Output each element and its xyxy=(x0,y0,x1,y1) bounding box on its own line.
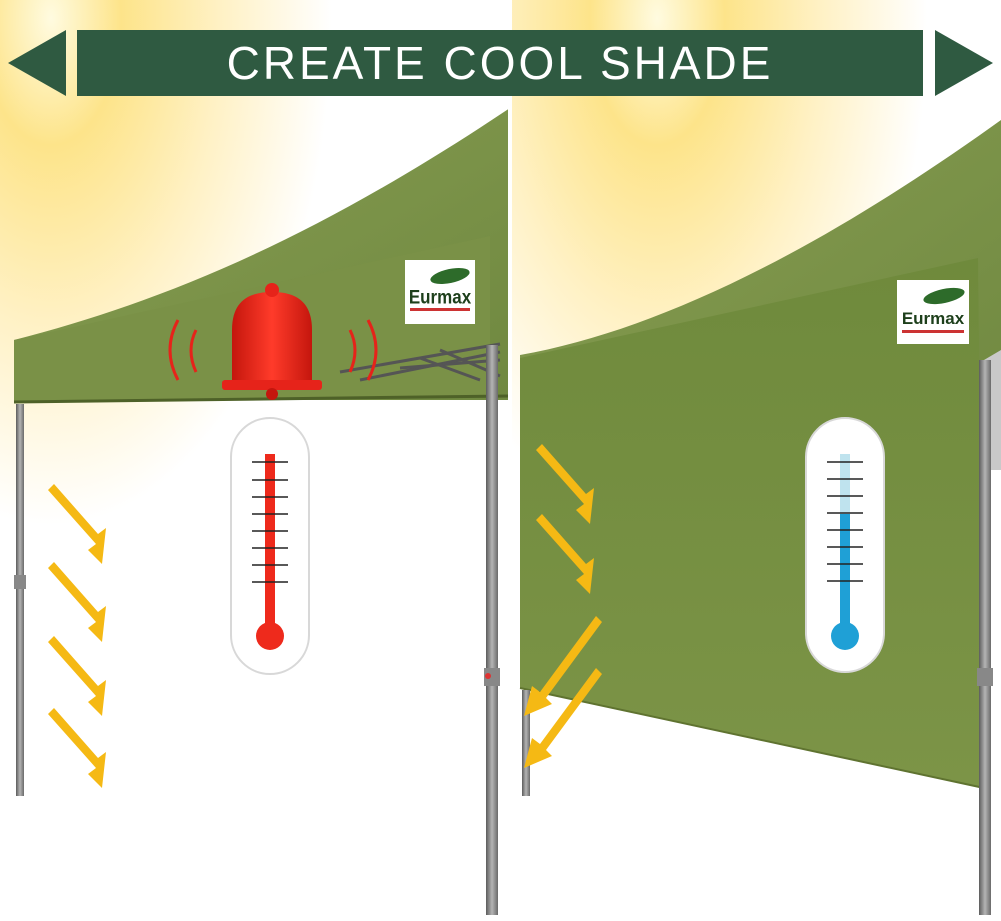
pole-left-front xyxy=(16,404,24,796)
thermometer-hot-icon xyxy=(230,417,310,675)
pole-right-front xyxy=(522,690,530,796)
page-title-banner: CREATE COOL SHADE xyxy=(77,30,923,96)
brand-logo-right: Eurmax xyxy=(897,280,969,344)
panel-divider xyxy=(508,0,512,921)
brand-logo-text: Eurmax xyxy=(409,285,472,307)
sun-ray-arrow-icon xyxy=(524,444,602,768)
pole-right-back xyxy=(979,360,991,915)
alarm-bell-icon xyxy=(168,283,378,400)
left-panel: Eurmax xyxy=(13,108,511,915)
brand-logo-left: Eurmax xyxy=(405,260,475,324)
right-panel: Eurmax xyxy=(519,120,1001,915)
thermometer-cool-icon xyxy=(805,417,885,673)
brand-logo-text: Eurmax xyxy=(902,309,965,328)
arrow-left-icon xyxy=(8,30,66,96)
page-title: CREATE COOL SHADE xyxy=(226,37,774,89)
pole-left-back xyxy=(486,345,498,915)
arrow-right-icon xyxy=(935,30,993,96)
